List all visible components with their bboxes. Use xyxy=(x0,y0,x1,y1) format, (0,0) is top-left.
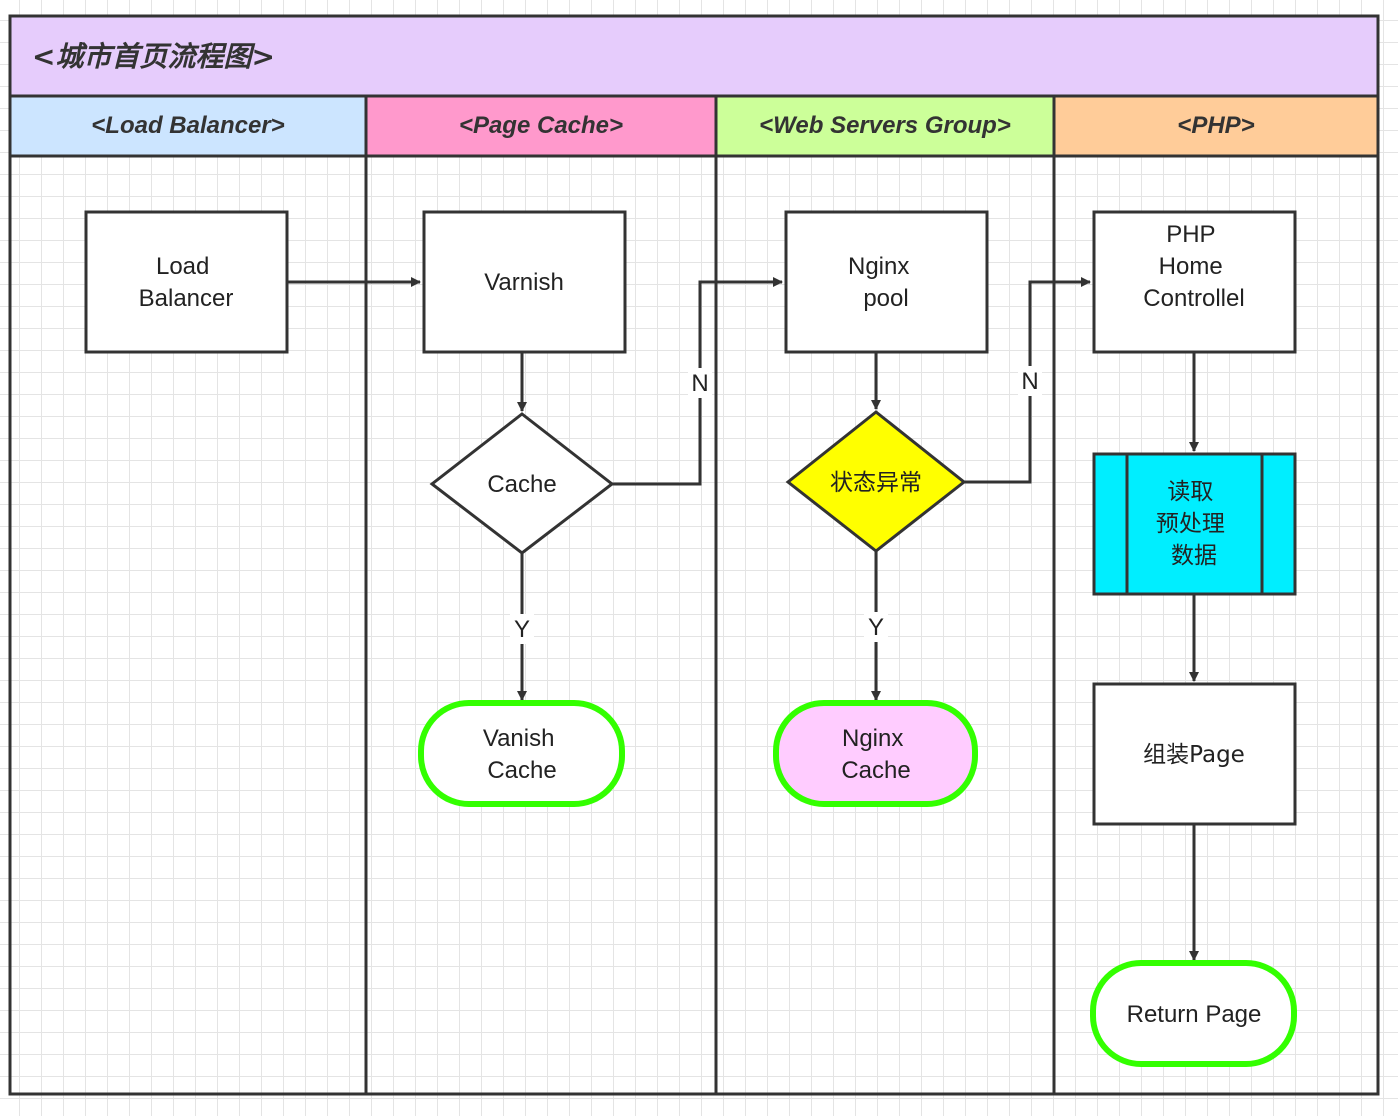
lane-header-load-balancer xyxy=(8,94,368,158)
vanish-cache-terminal[interactable] xyxy=(418,700,625,807)
lane-title-web-servers: <Web Servers Group> xyxy=(759,112,1011,139)
load-balancer-label: Load Balancer xyxy=(139,253,234,312)
php-controller-label-line-1: PHP xyxy=(1166,221,1215,248)
return-page-label: Return Page xyxy=(1127,1001,1262,1028)
return-page-terminal[interactable] xyxy=(1090,960,1297,1067)
load-balancer-label-line-2: Balancer xyxy=(139,285,234,312)
load-balancer-node[interactable] xyxy=(84,210,289,354)
lane-title-php: <PHP> xyxy=(1177,112,1254,139)
assemble-page-label: 组装Page xyxy=(1143,742,1245,768)
php-controller-label-line-2: Home xyxy=(1159,253,1223,280)
load-balancer-label-line-1: Load xyxy=(156,253,209,280)
nginx-pool-node[interactable] xyxy=(784,210,989,354)
status-decision[interactable] xyxy=(785,410,967,553)
nginx-cache-terminal[interactable] xyxy=(773,700,978,807)
read-data-label-line-3: 数据 xyxy=(1171,543,1217,569)
nginx-cache-label: Nginx Cache xyxy=(841,725,910,784)
nginx-pool-label-line-1: Nginx xyxy=(848,253,909,280)
status-decision-label: 状态异常 xyxy=(830,470,922,496)
edge-label-cache-yes: Y xyxy=(514,616,530,643)
nginx-cache-label-line-1: Nginx xyxy=(842,725,903,752)
nginx-cache-label-line-2: Cache xyxy=(841,757,910,784)
php-controller-label: PHP Home Controllel xyxy=(1143,221,1244,312)
vanish-cache-label-line-2: Cache xyxy=(487,757,556,784)
nginx-pool-label: Nginx pool xyxy=(848,253,916,312)
cache-decision-label: Cache xyxy=(487,471,556,498)
diagram-title: <城市首页流程图> xyxy=(32,40,275,73)
title-bar xyxy=(8,14,1380,98)
vanish-cache-label: Vanish Cache xyxy=(483,725,561,784)
edge-label-cache-no: N xyxy=(691,370,708,397)
lane-title-load-balancer: <Load Balancer> xyxy=(91,112,284,139)
nginx-pool-label-line-2: pool xyxy=(863,285,908,312)
varnish-node[interactable] xyxy=(422,210,627,354)
edge-label-status-yes: Y xyxy=(868,614,884,641)
cache-decision[interactable] xyxy=(429,412,615,555)
lane-body-php xyxy=(1052,154,1380,1096)
edge-label-status-no: N xyxy=(1021,368,1038,395)
php-controller-label-line-3: Controllel xyxy=(1143,285,1244,312)
varnish-label: Varnish xyxy=(484,269,564,296)
lane-title-page-cache: <Page Cache> xyxy=(459,112,623,139)
read-data-label-line-2: 预处理 xyxy=(1156,511,1225,537)
vanish-cache-label-line-1: Vanish xyxy=(483,725,555,752)
php-controller-node[interactable] xyxy=(1092,210,1297,354)
read-data-label-line-1: 读取 xyxy=(1167,479,1213,505)
read-data-label: 读取 预处理 数据 xyxy=(1156,479,1232,569)
assemble-page-node[interactable] xyxy=(1092,682,1297,826)
